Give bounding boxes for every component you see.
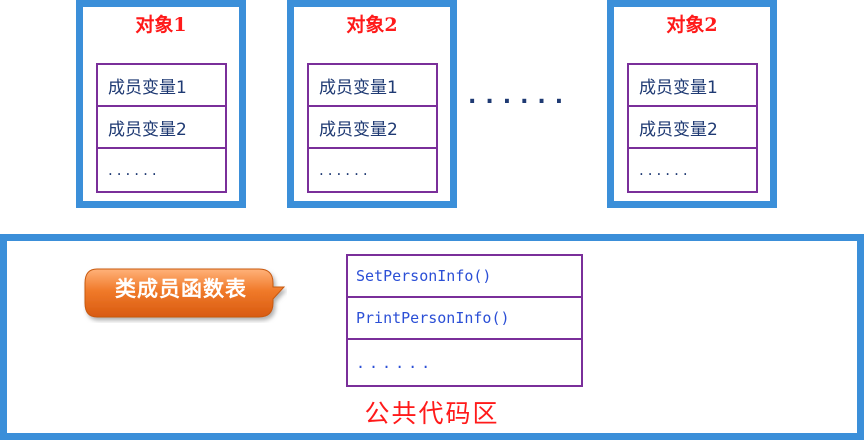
object-box-1: 对象1 成员变量1 成员变量2 ......	[76, 0, 246, 208]
member-cell: 成员变量1	[629, 65, 756, 107]
code-area-title: 公共代码区	[364, 399, 500, 428]
public-code-area: 类成员函数表 SetPersonInfo() PrintPersonInfo()…	[0, 234, 864, 440]
function-cell: SetPersonInfo()	[348, 256, 581, 298]
member-cell: 成员变量2	[98, 107, 225, 149]
function-cell: PrintPersonInfo()	[348, 298, 581, 340]
member-table: 成员变量1 成员变量2 ......	[307, 63, 438, 193]
member-cell: 成员变量2	[309, 107, 436, 149]
member-cell-ellipsis: ......	[108, 161, 161, 179]
function-cell-ellipsis: ......	[356, 353, 435, 372]
function-table: SetPersonInfo() PrintPersonInfo() ......	[346, 254, 583, 387]
callout-shape-icon	[84, 268, 286, 318]
object-title: 对象1	[135, 14, 187, 36]
callout-label: 类成员函数表	[115, 277, 247, 301]
member-cell-ellipsis: ......	[639, 161, 692, 179]
member-cell: 成员变量2	[629, 107, 756, 149]
member-table: 成员变量1 成员变量2 ......	[96, 63, 227, 193]
member-cell: 成员变量1	[98, 65, 225, 107]
callout: 类成员函数表	[83, 259, 287, 323]
ellipsis-between-objects: ......	[468, 84, 573, 109]
member-cell-ellipsis: ......	[319, 161, 372, 179]
object-title: 对象2	[346, 14, 398, 36]
object-box-2: 对象2 成员变量1 成员变量2 ......	[287, 0, 457, 208]
object-box-3: 对象2 成员变量1 成员变量2 ......	[607, 0, 777, 208]
member-table: 成员变量1 成员变量2 ......	[627, 63, 758, 193]
object-title: 对象2	[666, 14, 718, 36]
member-cell: 成员变量1	[309, 65, 436, 107]
